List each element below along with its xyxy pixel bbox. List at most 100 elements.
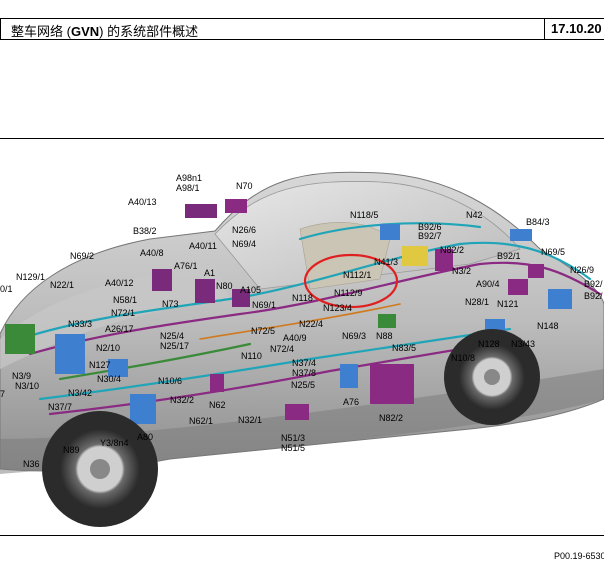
label-N129-1: N129/1: [16, 272, 45, 282]
label-N110: N110: [241, 351, 262, 361]
label-N89: N89: [63, 445, 80, 455]
label-N70: N70: [236, 181, 253, 191]
figure-code: P00.19-6530: [554, 551, 604, 561]
label-N3-42: N3/42: [68, 388, 92, 398]
label-N3-9: N3/9: [12, 371, 31, 381]
label-N118: N118: [292, 293, 313, 303]
module-N69-5: [528, 264, 544, 278]
module-B92-6: [402, 246, 428, 266]
label-N128: N128: [478, 339, 500, 349]
module-N82-2-bottom: [370, 364, 414, 404]
label-N72-5: N72/5: [251, 326, 275, 336]
label-N3-2: N3/2: [452, 266, 471, 276]
label-N72-4: N72/4: [270, 344, 294, 354]
label-A76-1: A76/1: [174, 261, 198, 271]
page-title: 整车网络 (GVN) 的系统部件概述: [11, 21, 198, 40]
wire-green: [58, 342, 252, 381]
wire-teal-main: [18, 241, 592, 341]
label-N2-10: N2/10: [96, 343, 120, 353]
module-A105: [232, 289, 250, 307]
module-N118-5: [380, 224, 400, 240]
label-N26-6: N26/6: [232, 225, 256, 235]
label-B92-7: B92/7: [418, 231, 442, 241]
label-N69-1: N69/1: [252, 300, 276, 310]
label-N118-5: N118/5: [350, 210, 378, 220]
label-N62-1: N62/1: [189, 416, 213, 426]
label-N69-2: N69/2: [70, 251, 94, 261]
module-N3-42: [55, 334, 85, 374]
label-A1: A1: [204, 268, 215, 278]
label-N28-1: N28/1: [465, 297, 489, 307]
module-A80: [130, 394, 156, 424]
label-N3-43: N3/43: [511, 339, 535, 349]
label-N22-1: N22/1: [50, 280, 74, 290]
label-A26-17: A26/17: [105, 324, 134, 334]
label-B92-a: B92/: [584, 279, 603, 289]
label-N10-8: N10/8: [451, 353, 475, 363]
bottom-divider: [0, 535, 604, 536]
label-A105: A105: [240, 285, 261, 295]
wire-teal-lower: [38, 327, 512, 401]
vehicle-network-diagram: A98n1 A98/1 N70 A40/13 N118/5 N42 B84/3 …: [0, 171, 604, 527]
label-N42: N42: [466, 210, 483, 220]
module-N127: [108, 359, 128, 377]
label-N82-2-bottom: N82/2: [379, 413, 403, 423]
label-N37-7: N37/7: [48, 402, 72, 412]
label-B84-3: B84/3: [526, 217, 550, 227]
label-A40-12: A40/12: [105, 278, 134, 288]
label-N69-5: N69/5: [541, 247, 565, 257]
label-N37-4: N37/4: [292, 358, 316, 368]
module-N82-2-top: [435, 249, 453, 271]
label-N73: N73: [162, 299, 179, 309]
label-N37-8: N37/8: [292, 368, 316, 378]
module-N33-3: [5, 324, 35, 354]
label-N51-3: N51/3: [281, 433, 305, 443]
front-wheel: [42, 411, 158, 527]
label-left-7: 7: [0, 389, 5, 399]
module-B84-3: [510, 229, 532, 241]
label-N36: N36: [23, 459, 40, 469]
label-N123-4: N123/4: [323, 303, 352, 313]
label-N25-4: N25/4: [160, 331, 184, 341]
module-A40-8: [152, 269, 172, 291]
label-N72-1: N72/1: [111, 308, 135, 318]
label-A98-1: A98/1: [176, 183, 200, 193]
label-B92-b: B92/: [584, 291, 603, 301]
highlight-circle: [303, 253, 399, 309]
label-N82-2-top: N82/2: [440, 245, 464, 255]
label-B92-1: B92/1: [497, 251, 521, 261]
label-N121: N121: [497, 299, 519, 309]
label-N10-1: 0/1: [0, 284, 13, 294]
label-Y3-8n4: Y3/8n4: [100, 438, 129, 448]
label-N51-5: N51/5: [281, 443, 305, 453]
top-divider: [0, 138, 604, 139]
label-N127: N127: [89, 360, 111, 370]
label-A80: A80: [137, 432, 153, 442]
module-A76: [340, 364, 358, 388]
label-A76: A76: [343, 397, 359, 407]
title-prefix: 整车网络 (: [11, 24, 71, 39]
module-N51-3: [285, 404, 309, 420]
module-A1: [195, 279, 215, 303]
label-A40-13: A40/13: [128, 197, 157, 207]
label-A90-4: A90/4: [476, 279, 500, 289]
label-N32-1: N32/1: [238, 415, 262, 425]
label-N112-1: N112/1: [343, 270, 371, 280]
module-N70: [225, 199, 247, 213]
label-N148: N148: [537, 321, 559, 331]
label-N3-10: N3/10: [15, 381, 39, 391]
label-A40-9: A40/9: [283, 333, 307, 343]
label-N32-2: N32/2: [170, 395, 194, 405]
label-N69-4: N69/4: [232, 239, 256, 249]
label-N25-17: N25/17: [160, 341, 189, 351]
module-N62: [210, 374, 224, 392]
label-N25-5: N25/5: [291, 380, 315, 390]
label-N22-4: N22/4: [299, 319, 323, 329]
label-N88: N88: [376, 331, 393, 341]
label-N69-3: N69/3: [342, 331, 366, 341]
label-N112-9: N112/9: [334, 288, 362, 298]
rear-wheel: [444, 329, 540, 425]
label-N83-5: N83/5: [392, 343, 416, 353]
label-N62: N62: [209, 400, 226, 410]
title-code: GVN: [70, 24, 100, 39]
